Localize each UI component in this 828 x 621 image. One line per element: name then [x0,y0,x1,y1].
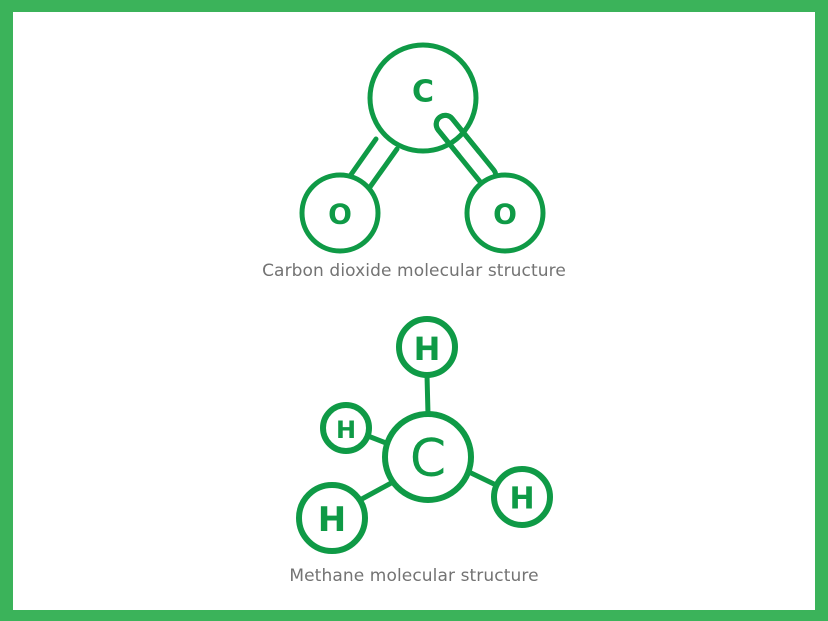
co2-carbon-label: C [412,75,434,110]
ch4-hydrogen-atom-left [320,402,372,454]
diagram-canvas [13,12,815,610]
co2-left-bond [347,136,400,190]
ch4-bond-top [424,372,431,417]
co2-caption: Carbon dioxide molecular structure [262,261,566,281]
ch4-carbon-label: C [410,429,446,489]
co2-oxygen-atom-right [464,172,546,254]
co2-oxygen-atom-left [299,172,381,254]
ch4-carbon-atom [382,411,474,503]
ch4-hydrogen-label-bottom-left: H [318,500,346,540]
ch4-hydrogen-label-right: H [509,482,534,517]
co2-molecule [299,42,546,254]
ch4-hydrogen-label-left: H [336,416,356,444]
ch4-hydrogen-atom-right [491,466,553,528]
ch4-hydrogen-label-top: H [414,330,441,368]
co2-carbon-atom [367,42,479,154]
ch4-bond-left [365,433,389,446]
methane-caption: Methane molecular structure [289,566,539,586]
ch4-bond-right [466,469,499,488]
ch4-bond-bottom-left [357,479,396,503]
co2-oxygen-label-right: O [493,198,517,231]
ch4-hydrogen-atom-top [396,316,458,378]
methane-molecule [296,316,553,554]
co2-oxygen-label-left: O [328,198,352,231]
ch4-hydrogen-atom-bottom-left [296,482,368,554]
